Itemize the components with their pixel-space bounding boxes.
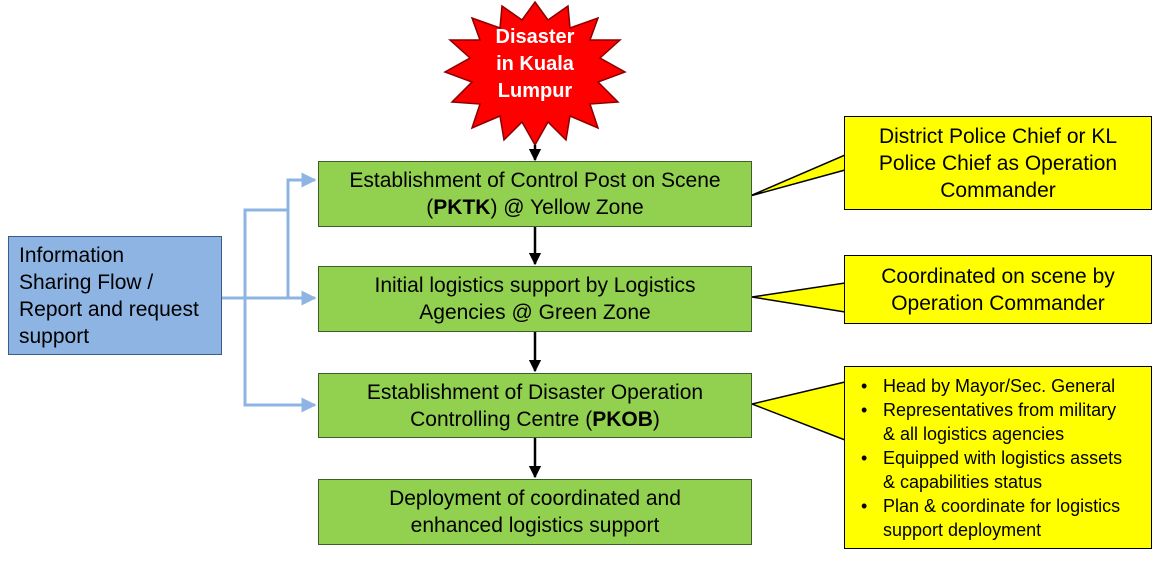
step-initial-logistics: Initial logistics support by Logistics A… xyxy=(318,266,752,332)
step-2-line-1: Initial logistics support by Logistics xyxy=(374,274,696,297)
step-control-post: Establishment of Control Post on Scene (… xyxy=(318,161,752,227)
commander-line-2: Police Chief as Operation xyxy=(878,151,1118,175)
coordinated-line-1: Coordinated on scene by xyxy=(881,264,1115,288)
step-3-line-1: Establishment of Disaster Operation xyxy=(366,380,704,404)
step-4-line-2: enhanced logistics support xyxy=(410,514,660,537)
pkob-detail-item: Plan & coordinate for logistics support … xyxy=(859,494,1122,542)
step-deployment: Deployment of coordinated and enhanced l… xyxy=(318,479,752,545)
commander-line-1: District Police Chief or KL xyxy=(878,124,1118,148)
step-1-line-2: (PKTK) @ Yellow Zone xyxy=(426,196,644,219)
info-line-4: support xyxy=(19,324,90,348)
callout-pkob-details: Head by Mayor/Sec. General Representativ… xyxy=(844,366,1152,549)
info-line-3: Report and request xyxy=(19,297,199,321)
info-line-1: Information xyxy=(19,243,125,267)
disaster-label: Disaster in Kuala Lumpur xyxy=(450,24,620,105)
callout-operation-commander: District Police Chief or KL Police Chief… xyxy=(844,116,1152,210)
commander-line-3: Commander xyxy=(940,178,1056,202)
step-pkob: Establishment of Disaster Operation Cont… xyxy=(318,373,752,438)
disaster-label-line-2: in Kuala xyxy=(496,53,574,75)
info-sharing-box: Information Sharing Flow / Report and re… xyxy=(8,236,222,355)
coordinated-line-2: Operation Commander xyxy=(891,291,1105,315)
pkob-details-list: Head by Mayor/Sec. General Representativ… xyxy=(859,374,1122,542)
callout-coordinated: Coordinated on scene by Operation Comman… xyxy=(844,255,1152,324)
callout-pointer-commander xyxy=(749,153,846,197)
step-3-line-2: Controlling Centre (PKOB) xyxy=(410,407,660,431)
callout-pointer-pkob xyxy=(749,381,846,442)
disaster-label-line-3: Lumpur xyxy=(497,80,573,102)
callout-pointer-coordinated xyxy=(751,282,846,313)
pkob-detail-item: Head by Mayor/Sec. General xyxy=(859,374,1122,398)
disaster-label-line-1: Disaster xyxy=(495,26,575,48)
pkob-detail-item: Representatives from military & all logi… xyxy=(859,398,1122,446)
info-line-2: Sharing Flow / xyxy=(19,270,154,294)
info-connector-to-step-2 xyxy=(222,172,317,300)
info-connector-to-step-3 xyxy=(243,208,317,413)
step-2-line-2: Agencies @ Green Zone xyxy=(419,301,651,324)
step-4-line-1: Deployment of coordinated and xyxy=(389,487,681,510)
step-1-line-1: Establishment of Control Post on Scene xyxy=(349,169,721,192)
pkob-detail-item: Equipped with logistics assets & capabil… xyxy=(859,446,1122,494)
